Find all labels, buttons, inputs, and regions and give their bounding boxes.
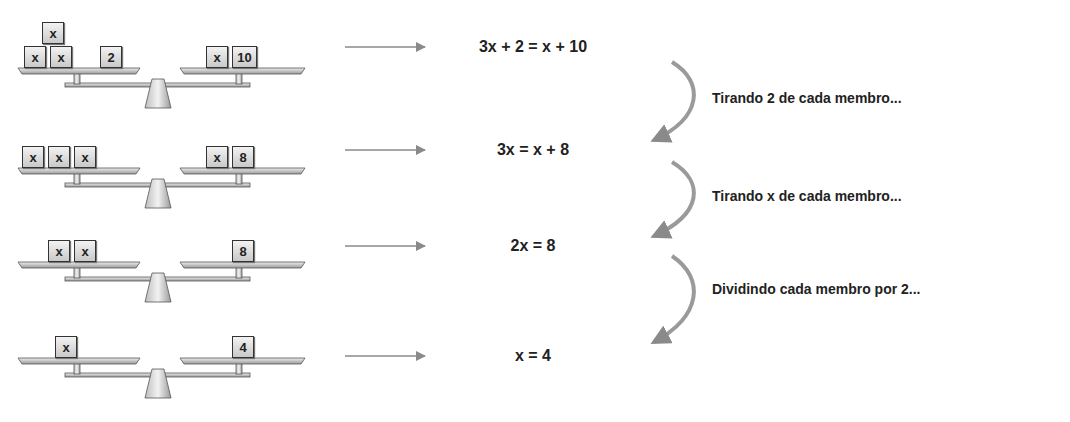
- balance-scale: [18, 168, 305, 208]
- box-value: x: [55, 244, 62, 259]
- weight-box: 10: [232, 46, 257, 68]
- arrow: [345, 46, 425, 48]
- box-value: x: [81, 150, 88, 165]
- weight-box: x: [22, 146, 44, 168]
- box-value: x: [81, 244, 88, 259]
- equation: 3x + 2 = x + 10: [479, 38, 587, 56]
- equation: 3x = x + 8: [497, 141, 569, 159]
- step-note: Dividindo cada membro por 2...: [712, 281, 920, 297]
- box-value: x: [29, 150, 36, 165]
- weight-box: x: [48, 146, 70, 168]
- box-value: 4: [239, 340, 246, 355]
- box-value: x: [62, 340, 69, 355]
- weight-box: x: [74, 240, 96, 262]
- box-value: x: [55, 150, 62, 165]
- step-note: Tirando 2 de cada membro...: [712, 90, 902, 106]
- weight-box: 8: [232, 146, 254, 168]
- box-value: x: [57, 50, 64, 65]
- arrow: [345, 149, 425, 151]
- weight-box: x: [74, 146, 96, 168]
- equation: x = 4: [515, 347, 551, 365]
- step-arrow: [654, 62, 694, 140]
- balance-scale: [18, 262, 305, 302]
- equation: 2x = 8: [511, 237, 556, 255]
- box-value: x: [49, 26, 56, 41]
- weight-box: 4: [232, 336, 254, 358]
- box-value: 2: [107, 50, 114, 65]
- weight-box: x: [206, 46, 228, 68]
- box-value: 8: [239, 244, 246, 259]
- weight-box: x: [206, 146, 228, 168]
- weight-box: x: [50, 46, 72, 68]
- step-arrow: [654, 256, 694, 342]
- weight-box: x: [24, 46, 46, 68]
- step-note: Tirando x de cada membro...: [712, 188, 902, 204]
- box-value: 10: [237, 50, 251, 65]
- balance-scale: [18, 68, 305, 108]
- weight-box: x: [55, 336, 77, 358]
- box-value: x: [213, 50, 220, 65]
- box-value: x: [213, 150, 220, 165]
- weight-box: 8: [232, 240, 254, 262]
- box-value: x: [31, 50, 38, 65]
- weight-box: x: [42, 22, 64, 44]
- weight-box: x: [48, 240, 70, 262]
- weight-box: 2: [100, 46, 122, 68]
- step-arrow: [654, 162, 694, 236]
- balance-scale: [18, 358, 305, 398]
- box-value: 8: [239, 150, 246, 165]
- arrow: [345, 245, 425, 247]
- arrow: [345, 355, 425, 357]
